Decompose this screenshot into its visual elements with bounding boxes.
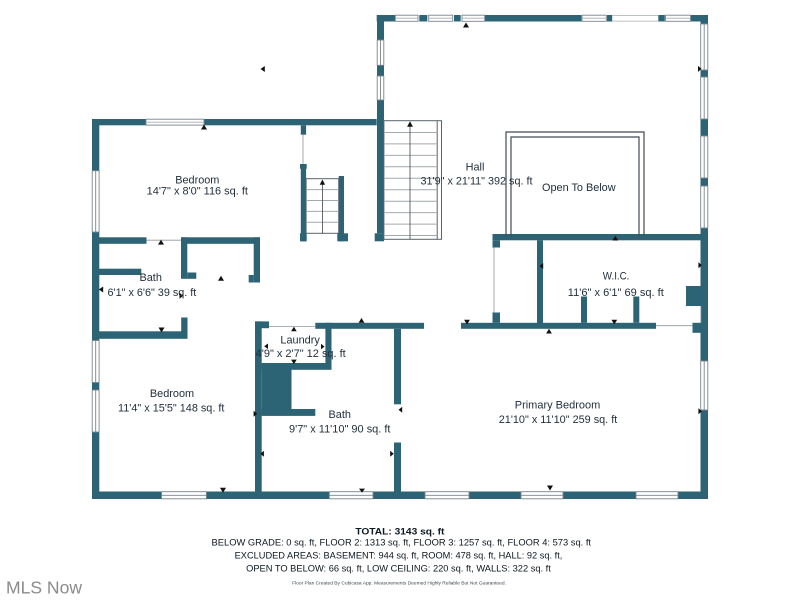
svg-text:Bath: Bath [329,409,351,421]
svg-text:Open To Below: Open To Below [542,182,616,194]
svg-text:Hall: Hall [466,161,485,173]
svg-text:OPEN TO BELOW: 66 sq. ft, LOW: OPEN TO BELOW: 66 sq. ft, LOW CEILING: 2… [246,563,551,573]
svg-text:Floor Plan Created By Cubicasa: Floor Plan Created By Cubicasa App. Meas… [292,581,506,587]
svg-text:11'4" x 15'5" 148 sq. ft: 11'4" x 15'5" 148 sq. ft [118,402,224,414]
svg-text:11'6" x 6'1" 69 sq. ft: 11'6" x 6'1" 69 sq. ft [568,287,664,299]
svg-text:9'7" x 11'10" 90 sq. ft: 9'7" x 11'10" 90 sq. ft [289,423,391,435]
svg-text:MLS Now: MLS Now [6,578,82,598]
svg-text:4'9" x 2'7" 12 sq. ft: 4'9" x 2'7" 12 sq. ft [256,348,346,360]
svg-text:Laundry: Laundry [280,334,320,346]
svg-text:TOTAL: 3143 sq. ft: TOTAL: 3143 sq. ft [355,526,444,536]
svg-text:Primary Bedroom: Primary Bedroom [515,399,601,411]
svg-text:6'1" x 6'6" 39 sq. ft: 6'1" x 6'6" 39 sq. ft [108,287,197,299]
svg-text:Bedroom: Bedroom [150,388,194,400]
svg-text:21'10" x 11'10" 259 sq. ft: 21'10" x 11'10" 259 sq. ft [499,414,618,426]
svg-text:14'7" x 8'0" 116 sq. ft: 14'7" x 8'0" 116 sq. ft [147,186,248,198]
svg-text:31'9" x 21'11" 392 sq. ft: 31'9" x 21'11" 392 sq. ft [421,175,533,187]
svg-text:Bath: Bath [139,272,161,284]
svg-text:BELOW GRADE: 0 sq. ft, FLOOR 2: BELOW GRADE: 0 sq. ft, FLOOR 2: 1313 sq.… [212,538,592,548]
svg-text:EXCLUDED AREAS: BASEMENT: 944: EXCLUDED AREAS: BASEMENT: 944 sq. ft, RO… [235,551,563,561]
svg-text:W.I.C.: W.I.C. [603,270,630,282]
svg-text:Bedroom: Bedroom [175,174,219,186]
